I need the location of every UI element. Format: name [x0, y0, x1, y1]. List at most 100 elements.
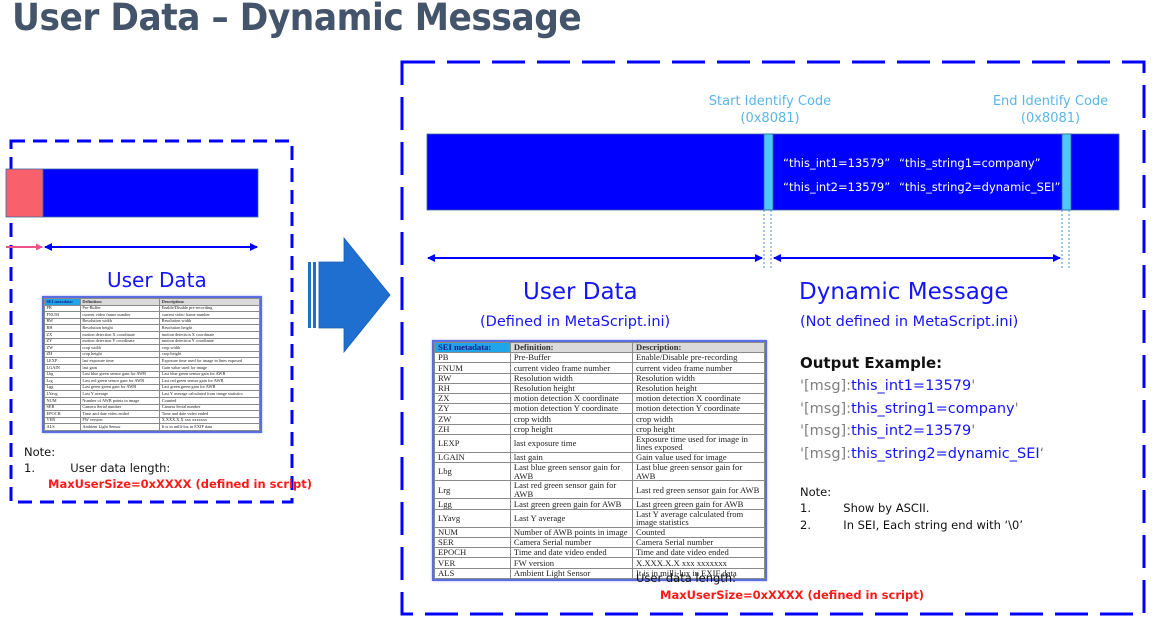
table-cell: Resolution width: [631, 372, 766, 384]
table-cell: ZH: [434, 423, 511, 435]
left-user-data-label: User Data: [107, 268, 207, 292]
table-cell: FW version: [79, 416, 161, 425]
right-max-user-size: MaxUserSize=0xXXXX (defined in script): [660, 588, 924, 602]
bar-message-4: “this_string2=dynamic_SEI”: [899, 180, 1061, 194]
table-cell: crop width: [509, 413, 633, 425]
table-cell: Exposure time used for image in lines ex…: [631, 433, 766, 453]
table-cell: It is in milli-lux in EXIF data: [159, 423, 260, 431]
table-cell: Enable/Disable pre-recording: [631, 352, 766, 364]
user-data-heading: User Data: [523, 279, 638, 305]
table-cell: crop height: [159, 350, 260, 359]
end-identify-code-block: [1061, 133, 1072, 211]
table-cell: motion detection X coordinate: [79, 330, 161, 339]
table-cell: FNUM: [434, 362, 511, 374]
table-cell: Pre-Buffer: [79, 304, 161, 313]
table-cell: last gain: [509, 451, 633, 464]
table-cell: current video frame number: [159, 311, 260, 319]
table-cell: NUM: [434, 526, 511, 539]
table-cell: motion detection X coordinate: [159, 330, 260, 339]
table-cell: It is in milli-lux in EXIF data: [631, 567, 766, 579]
table-cell: Resolution width: [509, 372, 633, 384]
table-cell: crop height: [509, 423, 633, 435]
table-cell: ALS: [434, 567, 511, 579]
start-code-value: (0x8081): [740, 111, 800, 126]
table-cell: motion detection Y coordinate: [509, 403, 633, 415]
table-cell: last gain: [79, 363, 161, 372]
table-cell: motion detection X coordinate: [631, 392, 766, 405]
start-code-title: Start Identify Code: [708, 94, 832, 109]
table-cell: LGAIN: [44, 363, 81, 372]
table-cell: SER: [434, 536, 511, 549]
table-cell: Last blue green sensor gain for AWB: [631, 462, 766, 482]
msg-suffix: ': [971, 423, 976, 439]
table-cell: SER: [44, 403, 81, 412]
table-cell: RH: [434, 382, 511, 394]
table-cell: Last green green gain for AWB: [79, 383, 161, 392]
table-cell: Lrg: [434, 480, 511, 500]
note-number: 1.: [800, 501, 811, 515]
table-cell: motion detection X coordinate: [509, 392, 633, 405]
end-identify-code-label: End Identify Code (0x8081): [978, 93, 1123, 127]
msg-prefix: '[msg]:: [800, 445, 852, 462]
table-cell: Gain value used for image: [631, 451, 766, 464]
note-text: Show by ASCII.: [843, 501, 930, 515]
table-cell: Last Y average: [509, 508, 633, 528]
table-cell: crop width: [79, 344, 161, 352]
table-header-cell: SEI metadata:: [434, 341, 511, 354]
user-data-subheading: (Defined in MetaScript.ini): [480, 314, 671, 330]
table-cell: Last blue green sensor gain for AWB: [159, 370, 260, 379]
table-cell: last exposure time: [509, 433, 633, 453]
table-cell: Resolution width: [79, 317, 161, 326]
note-number: 1.: [24, 461, 35, 475]
left-max-user-size: MaxUserSize=0xXXXX (defined in script): [48, 477, 312, 491]
right-note-heading: Note:: [800, 485, 832, 499]
table-cell: FW version: [509, 557, 633, 569]
table-header-cell: Description:: [159, 298, 260, 306]
table-cell: Resolution height: [159, 324, 260, 332]
table-header-cell: SEI metadata:: [44, 298, 81, 306]
msg-suffix: ': [971, 378, 976, 394]
table-cell: Counted: [159, 396, 260, 405]
table-cell: RW: [44, 317, 81, 326]
table-cell: Last red green sensor gain for AWB: [631, 480, 766, 500]
table-cell: Resolution height: [631, 382, 766, 394]
right-length-label: User data length:: [636, 571, 736, 585]
table-cell: NUM: [44, 396, 81, 405]
table-cell: ZX: [44, 330, 81, 339]
msg-prefix: '[msg]:: [800, 423, 852, 439]
table-cell: Enable/Disable pre-recording: [159, 304, 260, 313]
output-example-list: '[msg]:this_int1=13579''[msg]:this_strin…: [800, 375, 1044, 465]
table-cell: EPOCH: [44, 410, 81, 418]
table-cell: LEXP: [434, 433, 511, 453]
table-header-cell: Definition:: [79, 298, 161, 306]
table-cell: Last green green gain for AWB: [159, 383, 260, 392]
table-cell: Time and date video ended: [631, 547, 766, 559]
table-cell: FNUM: [44, 311, 81, 319]
bar-message-3: “this_int2=13579”: [783, 180, 891, 194]
table-cell: Camera Serial number: [509, 536, 633, 549]
table-cell: Time and date video ended: [509, 547, 633, 559]
left-note-item-1: 1. User data length:: [24, 461, 170, 475]
bar-message-1: “this_int1=13579”: [783, 156, 891, 170]
table-cell: ZY: [434, 403, 511, 415]
table-cell: Last green green gain for AWB: [631, 498, 766, 510]
